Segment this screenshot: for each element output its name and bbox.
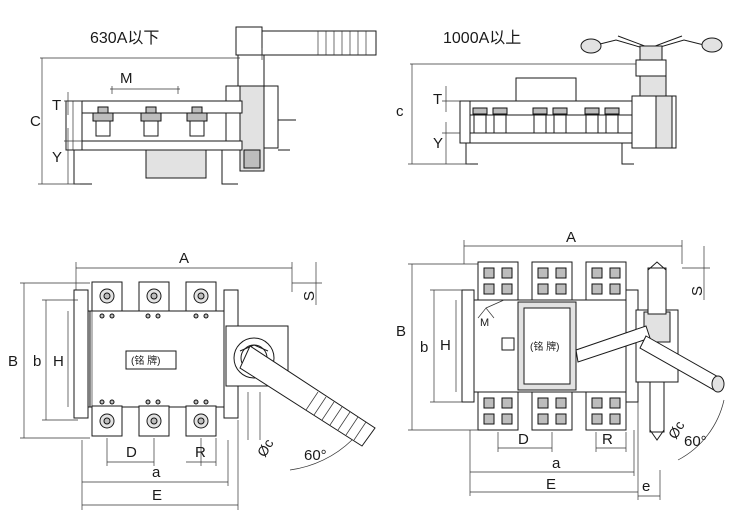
dim-label-h-large: H <box>440 337 451 354</box>
dim-label-d-large: D <box>518 431 529 448</box>
nameplate-label-small: (铭 牌) <box>131 354 160 367</box>
dim-label-d-small: D <box>126 444 137 461</box>
title-630a: 630A以下 <box>90 30 159 47</box>
dim-label-s-large: S <box>689 286 706 296</box>
dim-label-t-side-large: T <box>433 91 442 108</box>
plan-view-630a: A (铭 牌) <box>8 250 376 510</box>
dim-label-b-lower-large: b <box>420 339 428 356</box>
nameplate-label-large: (铭 牌) <box>530 340 559 353</box>
dim-label-a-lower-small: a <box>152 464 161 481</box>
dim-label-phi-c-large: Øc <box>665 418 688 441</box>
side-view-1000a: c T Y <box>396 35 723 165</box>
dim-label-t-side: T <box>52 97 61 114</box>
angle-label-large: 60° <box>684 433 707 450</box>
dim-label-b-lower-small: b <box>33 353 41 370</box>
dim-label-c-side-large: c <box>396 103 404 120</box>
dim-label-r-large: R <box>602 431 613 448</box>
dim-label-a-upper-large: A <box>566 229 576 246</box>
dim-label-m-side: M <box>120 70 133 87</box>
dim-label-b-upper-large: B <box>396 323 406 340</box>
dim-label-s-small: S <box>301 291 318 301</box>
dim-label-e-upper-large: E <box>546 476 556 493</box>
dim-label-r-small: R <box>195 444 206 461</box>
title-1000a: 1000A以上 <box>443 29 521 47</box>
angle-label-small: 60° <box>304 447 327 464</box>
dim-label-c-side: C <box>30 113 41 130</box>
dim-label-a-lower-large: a <box>552 455 561 472</box>
dim-label-h-small: H <box>53 353 64 370</box>
dim-label-e-lower-large: e <box>642 478 650 495</box>
side-view-630a: M C T Y <box>30 26 377 185</box>
dim-label-m-plan: M <box>480 317 489 329</box>
dim-label-y-side: Y <box>52 149 62 166</box>
dim-label-b-upper-small: B <box>8 353 18 370</box>
dim-label-phi-c-small: Øc <box>254 436 277 459</box>
dim-label-y-side-large: Y <box>433 135 443 152</box>
dim-label-e-small: E <box>152 487 162 504</box>
dim-label-a-upper: A <box>179 250 189 267</box>
plan-view-1000a: A (铭 牌) <box>396 229 725 500</box>
